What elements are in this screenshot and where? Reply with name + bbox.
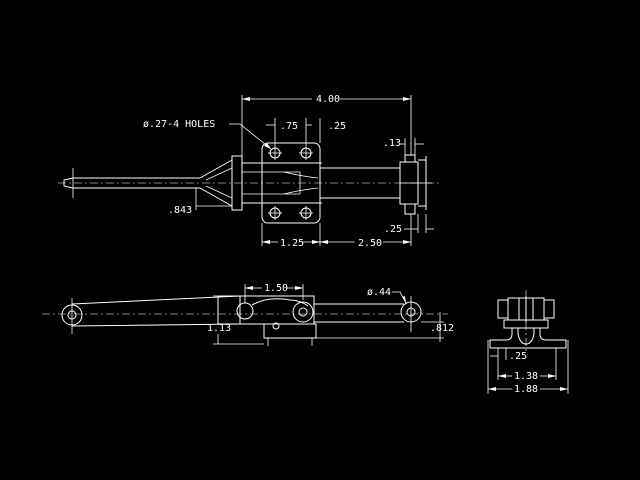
hole-note-label: ø.27-4 HOLES xyxy=(143,119,215,130)
front-plunger xyxy=(314,296,422,332)
dim-label-plunger-tip: .13 xyxy=(383,138,401,149)
dim-label-end-mid: 1.38 xyxy=(514,371,538,382)
dim-plunger-offset: .25 xyxy=(384,214,434,235)
dim-label-height-right: .812 xyxy=(430,323,454,334)
dim-end-overall: 1.88 xyxy=(487,340,569,395)
dim-label-end-overall: 1.88 xyxy=(514,384,538,395)
front-body xyxy=(217,295,317,346)
dim-label-hole-diameter: ø.44 xyxy=(367,287,391,298)
dim-height-left: 1.13 xyxy=(207,295,264,345)
dim-overall-length: 4.00 xyxy=(241,94,412,156)
dim-label-height-left: 1.13 xyxy=(207,323,231,334)
dim-hole-note: ø.27-4 HOLES xyxy=(143,119,272,150)
dim-hole-diameter: ø.44 xyxy=(367,287,407,304)
end-body xyxy=(489,290,567,352)
dim-end-small: .25 xyxy=(490,348,527,362)
dim-pivot-spacing: 1.50 xyxy=(244,283,304,303)
dim-height-right: .812 xyxy=(316,312,454,342)
dim-handle-height: .843 xyxy=(168,188,232,216)
dim-label-plunger-offset: .25 xyxy=(384,224,402,235)
dim-label-pivot-spacing: 1.50 xyxy=(264,283,288,294)
dim-label-base-right: 2.50 xyxy=(358,238,382,249)
dim-label-base-left: 1.25 xyxy=(280,238,304,249)
top-view: 4.00 ø.27-4 HOLES .75 .25 .13 xyxy=(58,94,440,249)
dim-plunger-tip: .13 xyxy=(383,138,424,155)
dim-label-end-small: .25 xyxy=(509,351,527,362)
handle-lever xyxy=(61,295,241,334)
dim-end-mid: 1.38 xyxy=(497,348,557,382)
front-view: 1.50 ø.44 1.13 .812 xyxy=(42,283,454,346)
end-view: .25 1.38 1.88 xyxy=(487,290,569,395)
dim-base-length: 1.25 2.50 xyxy=(261,214,412,249)
linkage-body xyxy=(231,155,322,211)
handle-rod xyxy=(58,159,440,207)
dim-hole-spacing: .75 .25 xyxy=(266,118,346,146)
dim-label-hole-edge: .25 xyxy=(328,121,346,132)
dim-label-overall: 4.00 xyxy=(316,94,340,105)
dim-label-hole-spacing: .75 xyxy=(280,121,298,132)
base-plate-top xyxy=(261,142,321,224)
dim-label-handle-height: .843 xyxy=(168,205,192,216)
plunger xyxy=(320,154,432,215)
